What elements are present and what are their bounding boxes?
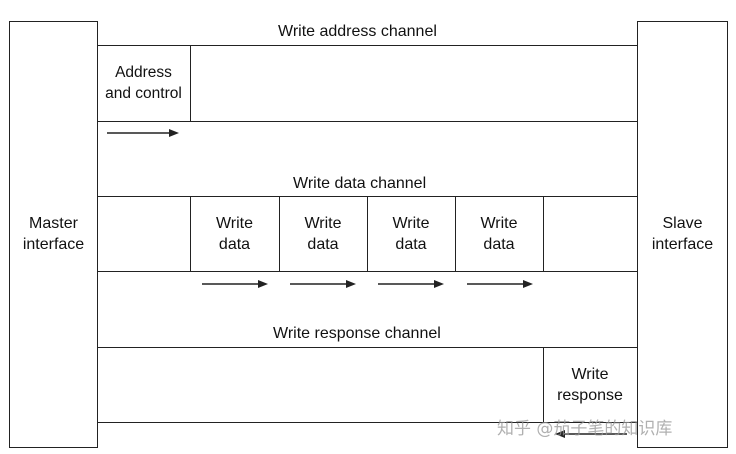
write-address-mid-line bbox=[97, 121, 638, 122]
write-data-cell-2: Write data bbox=[279, 213, 367, 255]
write-data-cell-1-line2: data bbox=[218, 236, 251, 253]
slave-label-line1: Slave bbox=[662, 215, 703, 232]
write-data-cell-3-line2: data bbox=[395, 236, 427, 253]
write-data-cell-2-line2: data bbox=[307, 236, 339, 253]
master-interface-label: Master interface bbox=[9, 213, 98, 255]
data-divider-5 bbox=[543, 196, 544, 271]
write-data-cell-1: Write data bbox=[190, 213, 279, 255]
watermark: 知乎 @茄子笔的知识库 bbox=[497, 419, 673, 439]
write-data-cell-4: Write data bbox=[455, 213, 543, 255]
write-response-bottom-line bbox=[97, 422, 638, 423]
slave-interface-box bbox=[637, 21, 728, 448]
write-response-line2: response bbox=[557, 387, 623, 404]
write-data-cell-4-line1: Write bbox=[480, 215, 518, 232]
master-label-line1: Master bbox=[29, 215, 78, 232]
data-arrow-2 bbox=[290, 279, 356, 289]
response-cell-divider bbox=[543, 347, 544, 422]
data-arrow-1 bbox=[202, 279, 268, 289]
address-cell-line1: Address bbox=[115, 64, 172, 81]
address-cell-line2: and control bbox=[105, 85, 182, 102]
data-divider-1 bbox=[190, 196, 191, 271]
data-divider-2 bbox=[279, 196, 280, 271]
write-address-channel-title: Write address channel bbox=[278, 23, 437, 40]
response-arrow bbox=[555, 429, 627, 439]
data-divider-3 bbox=[367, 196, 368, 271]
write-address-top-line bbox=[97, 45, 638, 46]
write-data-cell-4-line2: data bbox=[483, 236, 515, 253]
write-response-cell: Write response bbox=[543, 364, 637, 406]
write-data-cell-1-line1: Write bbox=[215, 215, 254, 232]
data-arrow-3 bbox=[378, 279, 444, 289]
write-data-cell-2-line1: Write bbox=[304, 215, 342, 232]
write-data-channel-title: Write data channel bbox=[293, 175, 427, 192]
master-label-line2: interface bbox=[22, 236, 85, 253]
slave-label-line2: interface bbox=[651, 236, 714, 253]
write-data-cell-3-line1: Write bbox=[392, 215, 430, 232]
address-cell-divider bbox=[190, 45, 191, 121]
data-divider-4 bbox=[455, 196, 456, 271]
data-arrow-4 bbox=[467, 279, 533, 289]
slave-interface-label: Slave interface bbox=[637, 213, 728, 255]
write-data-cell-3: Write data bbox=[367, 213, 455, 255]
master-interface-box bbox=[9, 21, 98, 448]
write-response-top-line bbox=[97, 347, 638, 348]
write-response-channel-title: Write response channel bbox=[273, 325, 441, 342]
write-data-mid-line bbox=[97, 271, 638, 272]
write-response-line1: Write bbox=[571, 366, 609, 383]
address-arrow bbox=[107, 128, 179, 138]
address-and-control-cell: Address and control bbox=[97, 62, 190, 104]
